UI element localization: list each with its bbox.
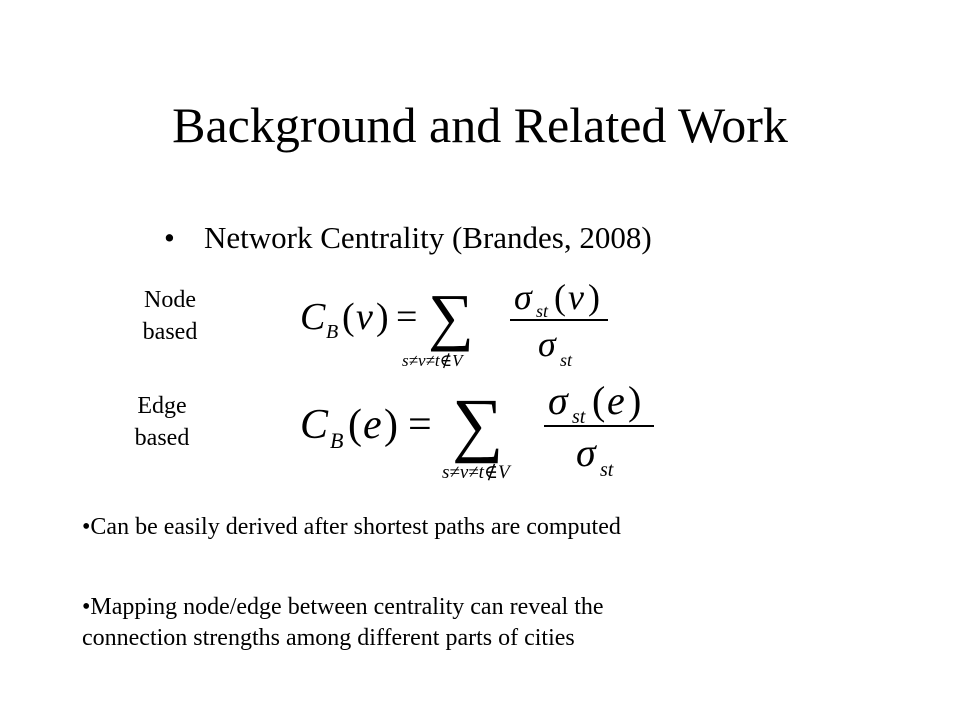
edge-label-line1: Edge <box>137 393 187 419</box>
node-based-label: Node based <box>130 284 210 348</box>
numerator-open-paren: ( <box>554 277 566 317</box>
sub-bullet-derived: •Can be easily derived after shortest pa… <box>82 514 621 540</box>
numerator-close-paren: ) <box>588 277 600 317</box>
sub-bullet-mapping-line2: connection strengths among different par… <box>82 625 575 651</box>
lhs-open-paren: ( <box>342 296 355 338</box>
denominator-symbol: σ <box>576 430 597 475</box>
lhs-argument: v <box>356 296 373 338</box>
sum-symbol: ∑ <box>452 384 503 464</box>
edge-betweenness-formula: C B ( e ) = ∑ s≠v≠t∉V σ st ( e ) σ st <box>296 378 666 484</box>
numerator-close-paren: ) <box>628 378 641 423</box>
edge-based-label: Edge based <box>122 390 202 454</box>
lhs-symbol: C <box>300 296 326 338</box>
sum-condition: s≠v≠t∉V <box>402 351 465 370</box>
lhs-subscript: B <box>326 321 338 343</box>
numerator-subscript: st <box>572 406 586 428</box>
denominator-symbol: σ <box>538 324 557 364</box>
equals-sign: = <box>408 402 432 448</box>
node-label-line2: based <box>142 319 198 345</box>
sub-bullet-mapping-line1: •Mapping node/edge between centrality ca… <box>82 594 604 620</box>
equals-sign: = <box>396 296 417 338</box>
node-label-line1: Node <box>144 287 196 313</box>
lhs-symbol: C <box>300 402 329 448</box>
slide-title: Background and Related Work <box>172 97 788 153</box>
denominator-subscript: st <box>600 459 614 481</box>
lhs-argument: e <box>363 402 382 448</box>
numerator-symbol: σ <box>514 277 533 317</box>
lhs-close-paren: ) <box>376 296 389 338</box>
numerator-argument: v <box>568 277 584 317</box>
numerator-subscript: st <box>536 301 549 321</box>
sum-symbol: ∑ <box>428 281 474 352</box>
numerator-symbol: σ <box>548 378 569 423</box>
denominator-subscript: st <box>560 350 573 370</box>
edge-label-line2: based <box>134 425 190 451</box>
lhs-open-paren: ( <box>348 402 362 448</box>
sub-bullet-mapping: •Mapping node/edge between centrality ca… <box>82 592 604 654</box>
main-bullet-text: Network Centrality (Brandes, 2008) <box>204 220 652 255</box>
numerator-argument: e <box>607 378 625 423</box>
bullet-dot: • <box>164 220 175 255</box>
sum-condition: s≠v≠t∉V <box>442 462 512 483</box>
lhs-subscript: B <box>330 428 343 453</box>
lhs-close-paren: ) <box>384 402 398 448</box>
numerator-open-paren: ( <box>592 378 605 423</box>
node-betweenness-formula: C B ( v ) = ∑ s≠v≠t∉V σ st ( v ) σ st <box>296 277 626 372</box>
